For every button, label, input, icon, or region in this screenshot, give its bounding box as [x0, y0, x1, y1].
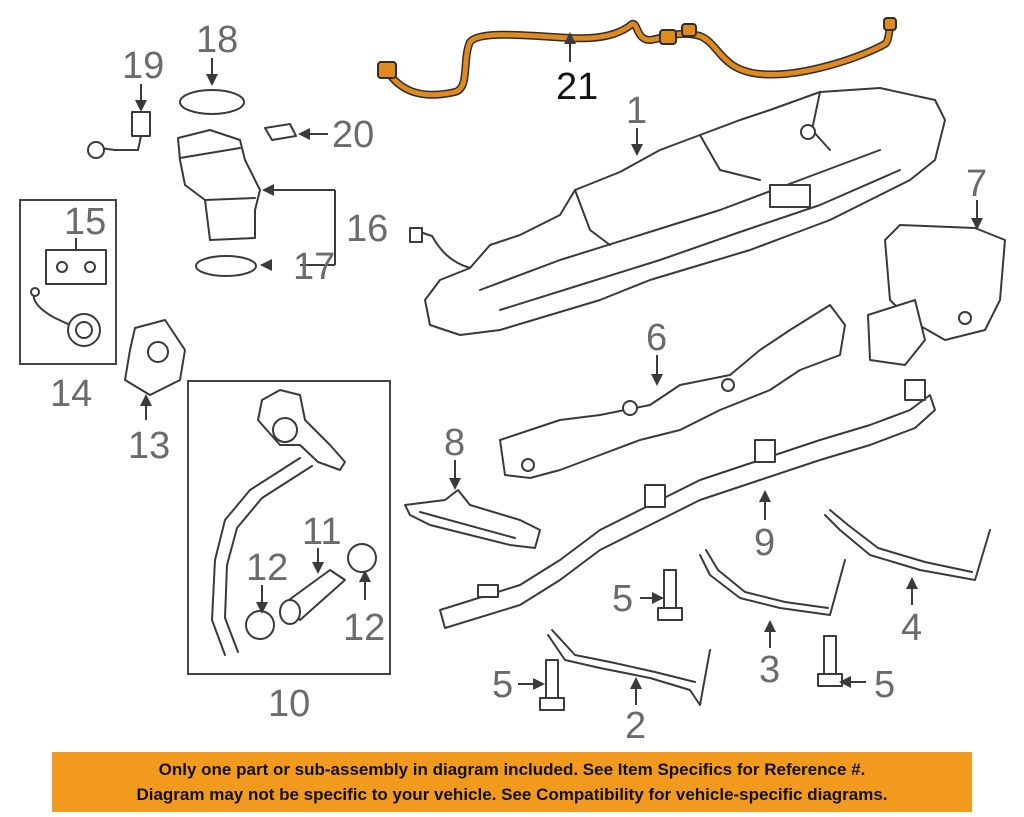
part-14-group-box — [19, 199, 117, 365]
leader-lines — [75, 32, 983, 705]
part-20-clip — [264, 123, 297, 141]
callout-14: 14 — [50, 373, 92, 415]
part-12-clamp — [245, 543, 377, 640]
part-14-fuel-door — [30, 287, 101, 347]
callout-13: 13 — [128, 425, 170, 467]
part-2-strap — [547, 629, 711, 706]
part-15-gasket — [45, 249, 107, 285]
callout-18: 18 — [196, 19, 238, 61]
part-8-bracket — [404, 489, 541, 549]
part-5-bolt — [657, 569, 683, 621]
part-9-crossmember — [439, 379, 936, 629]
part-5-bolt — [817, 635, 843, 687]
callout-19: 19 — [122, 45, 164, 87]
callout-17: 17 — [293, 246, 335, 288]
part-3-strap — [699, 549, 846, 616]
part-4-strap — [824, 509, 991, 581]
callout-2: 2 — [625, 705, 646, 745]
part-10-group-box — [187, 380, 391, 675]
callout-4: 4 — [901, 607, 922, 649]
callout-21: 21 — [556, 66, 598, 108]
part-16-fuel-pump — [177, 129, 261, 241]
callout-5: 5 — [492, 664, 513, 706]
part-6-shield — [499, 304, 846, 479]
part-18-lock-ring — [179, 89, 245, 115]
callout-12: 12 — [246, 547, 288, 589]
part-21-wiring-harness — [377, 17, 897, 99]
callout-8: 8 — [444, 422, 465, 464]
callout-6: 6 — [646, 317, 667, 359]
parts-diagram: 21 1 7 6 8 9 4 3 2 5 5 5 11 12 12 10 13 … — [19, 17, 1006, 745]
callout-9: 9 — [754, 522, 775, 564]
callout-15: 15 — [64, 201, 106, 243]
callout-1: 1 — [626, 90, 647, 132]
part-10-filler-pipe — [211, 389, 346, 656]
part-17-seal — [195, 255, 257, 277]
callout-16: 16 — [346, 208, 388, 250]
part-7-heat-shield — [867, 224, 1006, 366]
callout-12: 12 — [343, 607, 385, 649]
callout-10: 10 — [268, 683, 310, 725]
part-5-bolt — [539, 659, 565, 711]
disclaimer-line-1: Only one part or sub-assembly in diagram… — [158, 760, 866, 779]
callout-7: 7 — [966, 163, 987, 205]
callout-5: 5 — [874, 664, 895, 706]
callout-3: 3 — [759, 649, 780, 691]
callout-20: 20 — [332, 114, 374, 156]
callout-11: 11 — [302, 511, 341, 553]
disclaimer-banner: Only one part or sub-assembly in diagram… — [52, 752, 972, 812]
part-19-sensor — [87, 111, 151, 159]
part-1-fuel-tank — [409, 87, 946, 336]
callout-5: 5 — [612, 578, 633, 620]
disclaimer-line-2: Diagram may not be specific to your vehi… — [136, 785, 888, 804]
part-13-housing — [124, 319, 186, 396]
part-11-hose — [279, 569, 346, 625]
